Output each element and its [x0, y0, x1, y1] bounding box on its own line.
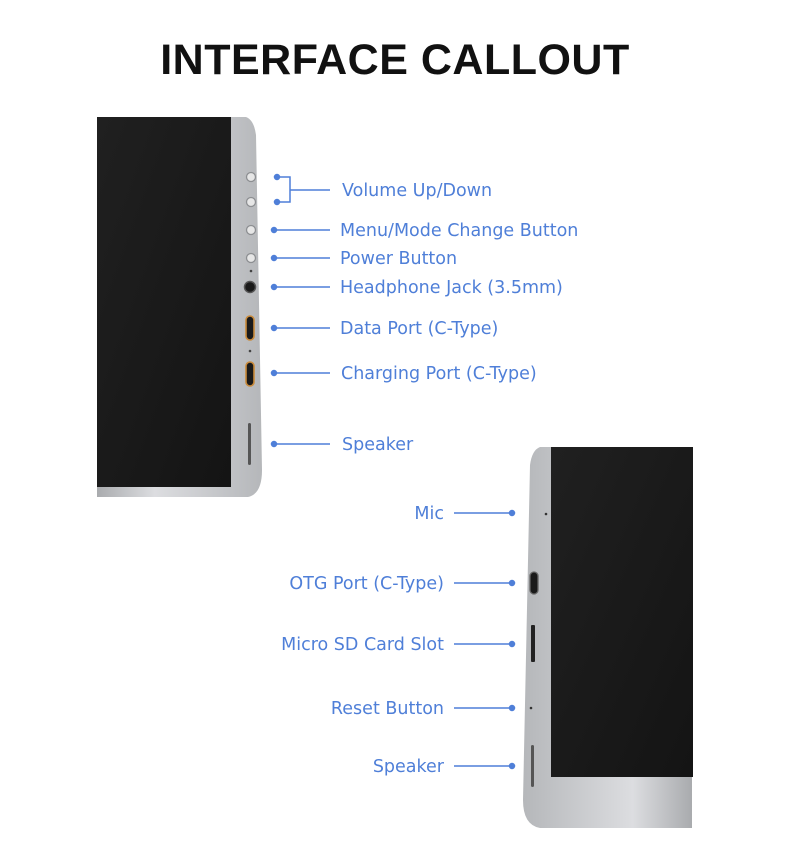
volume-up-button	[245, 171, 257, 183]
led-dot	[249, 269, 253, 273]
label-mic: Mic	[414, 504, 444, 524]
charging-port	[245, 361, 255, 387]
device-2-screen	[551, 447, 693, 777]
bracket-volume	[277, 176, 330, 203]
panel-2-callouts	[454, 509, 516, 770]
label-data-port: Data Port (C-Type)	[340, 319, 499, 339]
speaker-grille-1	[248, 423, 251, 465]
label-speaker-2: Speaker	[372, 757, 444, 777]
headphone-jack	[243, 280, 257, 294]
data-port	[245, 315, 255, 341]
label-menu-mode-button: Menu/Mode Change Button	[340, 221, 579, 241]
mic-hole	[544, 512, 548, 516]
micro-sd-slot	[531, 625, 535, 662]
page-title: INTERFACE CALLOUT	[160, 36, 630, 84]
device-right-side-view	[523, 447, 693, 828]
label-reset-button: Reset Button	[330, 699, 444, 719]
label-otg-port: OTG Port (C-Type)	[289, 574, 444, 594]
label-headphone-jack: Headphone Jack (3.5mm)	[340, 278, 563, 298]
label-power-button: Power Button	[340, 249, 458, 269]
device-1-screen	[97, 117, 231, 487]
power-button	[245, 252, 257, 264]
device-2-frame	[523, 447, 692, 828]
panel-1-callouts	[270, 173, 330, 448]
port-indicator-dot	[248, 349, 252, 353]
label-micro-sd-slot: Micro SD Card Slot	[281, 635, 444, 655]
otg-port	[529, 571, 539, 595]
menu-button	[245, 224, 257, 236]
label-volume-up-down: Volume Up/Down	[342, 181, 493, 201]
speaker-grille-2	[531, 745, 534, 787]
volume-down-button	[245, 196, 257, 208]
reset-hole	[529, 706, 533, 710]
label-speaker-1: Speaker	[342, 435, 414, 455]
label-charging-port: Charging Port (C-Type)	[341, 364, 537, 384]
device-left-side-view	[97, 117, 262, 497]
